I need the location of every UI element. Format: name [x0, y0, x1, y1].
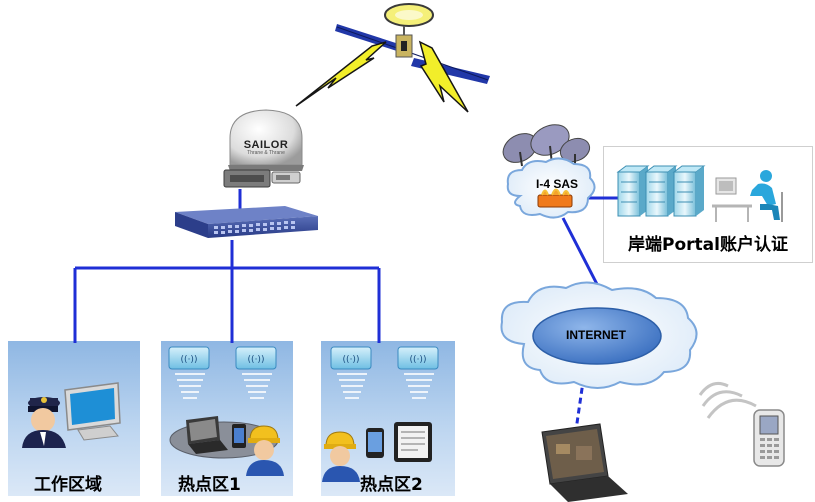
smartphone-icon — [232, 424, 246, 448]
worker-icon — [322, 431, 360, 482]
cloud-icon — [500, 281, 698, 389]
laptop-icon — [186, 416, 228, 454]
svg-text:((·)): ((·)) — [181, 355, 198, 365]
satellite-dome-icon — [223, 109, 304, 188]
network-switch-icon — [175, 206, 318, 238]
tablet-icon — [394, 422, 432, 462]
hotspot2-devices — [322, 422, 432, 482]
lightning-icon — [295, 40, 469, 113]
wifi-access-point-icon: ((·)) — [397, 346, 439, 399]
ground-station-label: I-4 SAS — [535, 177, 578, 191]
portal-label: 岸端Portal账户认证 — [628, 235, 788, 255]
internet-label: INTERNET — [566, 328, 626, 342]
wifi-access-point-icon: ((·)) — [235, 346, 277, 399]
zone-hotspot1-label: 热点区1 — [178, 475, 241, 495]
dish-antenna-icon — [502, 124, 591, 167]
laptop-icon — [541, 423, 628, 502]
zone-work-label: 工作区域 — [34, 475, 102, 495]
wifi-access-point-icon: ((·)) — [168, 346, 210, 399]
svg-text:((·)): ((·)) — [410, 355, 427, 365]
worker-icon — [246, 425, 284, 476]
satellite-icon — [335, 3, 490, 84]
hotspot1-devices — [169, 416, 284, 476]
satellite-terminal-sublabel: Thrane & Thrane — [247, 150, 285, 156]
cloud-icon — [506, 157, 596, 219]
monitor-icon — [64, 382, 121, 441]
smartphone-icon — [366, 428, 384, 458]
officer-icon — [22, 397, 66, 448]
svg-text:((·)): ((·)) — [343, 355, 360, 365]
pda-icon — [753, 409, 785, 467]
wireless-signal-icon — [698, 382, 757, 419]
satellite-terminal-label: SAILOR — [243, 139, 289, 151]
server-rack-icon — [616, 165, 706, 217]
svg-text:((·)): ((·)) — [248, 355, 265, 365]
zone-hotspot2-label: 热点区2 — [360, 475, 423, 495]
firewall-icon — [537, 188, 573, 208]
link-sas-internet — [561, 217, 603, 293]
workstation-user-icon — [712, 170, 783, 222]
wifi-access-point-icon: ((·)) — [330, 346, 372, 399]
